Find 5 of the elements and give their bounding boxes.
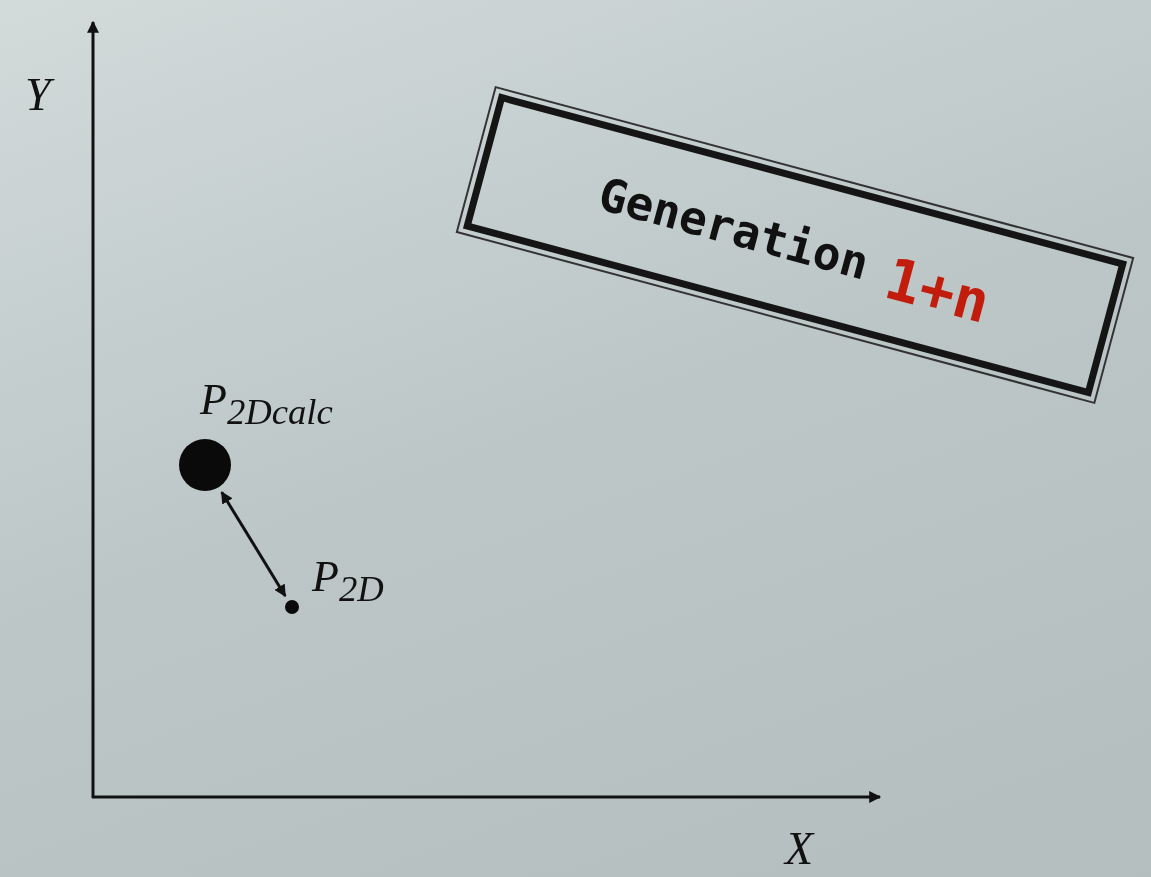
generation-number: 1+n: [878, 244, 997, 337]
point-label: P$_{2Dcalc}$: [200, 378, 333, 431]
double-arrow: [220, 491, 287, 597]
axis-label: X: [785, 826, 814, 872]
point-label: P$_{2D}$: [312, 555, 384, 608]
